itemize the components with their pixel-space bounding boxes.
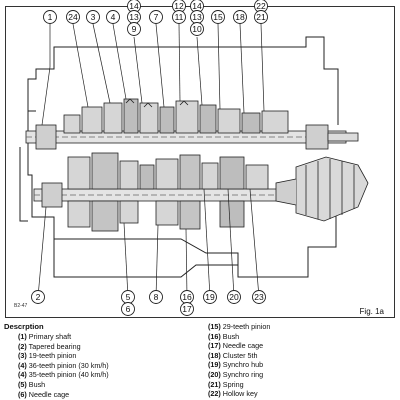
svg-text:12: 12 [174, 1, 184, 11]
figure-label: Fig. 1a [359, 307, 384, 316]
callouts-top: 1 24 3 4 14 13 9 7 12 11 14 13 10 15 18 … [43, 0, 268, 36]
svg-text:17: 17 [182, 304, 192, 314]
leaders-top [41, 23, 265, 126]
svg-text:10: 10 [192, 24, 202, 34]
callout-15: 15 [211, 10, 225, 24]
callout-24: 24 [66, 10, 80, 24]
legend-item: (4) 36-teeth pinion (30 km/h) [18, 360, 109, 370]
svg-text:2: 2 [36, 292, 41, 302]
callout-7: 7 [149, 10, 163, 24]
legend-column-left: (1) Primary shaft (2) Tapered bearing (3… [18, 332, 198, 399]
legend-item: (20) Synchro ring [208, 369, 264, 379]
svg-text:9: 9 [132, 24, 137, 34]
svg-text:6: 6 [126, 304, 131, 314]
callout-5: 5 [121, 290, 135, 304]
legend-item: (18) Cluster 5th [208, 350, 258, 360]
callout-13-b: 13 [190, 10, 204, 24]
svg-text:1: 1 [48, 12, 53, 22]
svg-text:14: 14 [192, 1, 202, 11]
legend-item: (16) Bush [208, 331, 240, 341]
svg-text:18: 18 [235, 12, 245, 22]
legend-item: (2) Tapered bearing [18, 341, 81, 351]
legend-heading: Descrption [4, 322, 44, 331]
svg-text:7: 7 [154, 12, 159, 22]
upper-gears [63, 98, 289, 134]
svg-text:15: 15 [213, 12, 223, 22]
legend-item: (3) 19-teeth pinion [18, 351, 77, 361]
lower-gears [67, 152, 269, 232]
legend-item: (4) 35-teeth pinion (40 km/h) [18, 370, 109, 380]
callouts-bottom: 2 5 6 8 16 17 19 20 23 [31, 290, 266, 316]
svg-text:4: 4 [111, 12, 116, 22]
legend-item: (19) Synchro hub [208, 360, 264, 370]
callout-3: 3 [86, 10, 100, 24]
bevel-pinion [275, 156, 369, 222]
callout-19: 19 [203, 290, 217, 304]
callout-8: 8 [149, 290, 163, 304]
parts-legend: Descrption (1) Primary shaft (2) Tapered… [4, 322, 396, 400]
leaders-bottom [37, 188, 260, 298]
callout-4: 4 [106, 10, 120, 24]
legend-item: (1) Primary shaft [18, 332, 72, 341]
callout-13-a: 13 [127, 10, 141, 24]
figure-code: B2-47 [14, 303, 28, 309]
callout-17: 17 [180, 302, 194, 316]
legend-item: (21) Spring [208, 379, 244, 389]
legend-item: (5) Bush [18, 379, 46, 389]
callout-23: 23 [252, 290, 266, 304]
figure-frame: 1 24 3 4 14 13 9 7 12 11 14 13 10 15 18 … [5, 0, 395, 318]
svg-text:13: 13 [129, 12, 139, 22]
legend-item: (6) Needle cage [18, 389, 70, 399]
svg-text:13: 13 [192, 12, 202, 22]
legend-column-right: (15) 29-teeth pinion (16) Bush (17) Need… [208, 322, 396, 399]
svg-text:14: 14 [129, 1, 139, 11]
svg-text:16: 16 [182, 292, 192, 302]
callout-21: 21 [254, 10, 268, 24]
legend-item: (22) Hollow key [208, 389, 258, 399]
callout-1: 1 [43, 10, 57, 24]
callout-11: 11 [172, 10, 186, 24]
callout-16: 16 [180, 290, 194, 304]
svg-text:21: 21 [256, 12, 266, 22]
housing [19, 36, 339, 278]
svg-text:11: 11 [175, 12, 184, 22]
svg-text:3: 3 [91, 12, 96, 22]
svg-text:19: 19 [205, 292, 215, 302]
callout-10: 10 [190, 22, 204, 36]
legend-item: (17) Needle cage [208, 341, 264, 351]
svg-text:23: 23 [254, 292, 264, 302]
callout-20: 20 [227, 290, 241, 304]
svg-text:22: 22 [256, 1, 266, 11]
svg-text:20: 20 [229, 292, 239, 302]
legend-item: (15) 29-teeth pinion [208, 322, 271, 331]
callout-9: 9 [127, 22, 141, 36]
svg-text:5: 5 [126, 292, 131, 302]
svg-text:8: 8 [154, 292, 159, 302]
svg-text:24: 24 [68, 12, 78, 22]
callout-6: 6 [121, 302, 135, 316]
callout-18: 18 [233, 10, 247, 24]
callout-2: 2 [31, 290, 45, 304]
gearbox-section-drawing: 1 24 3 4 14 13 9 7 12 11 14 13 10 15 18 … [19, 0, 369, 316]
primary-shaft [25, 124, 359, 150]
